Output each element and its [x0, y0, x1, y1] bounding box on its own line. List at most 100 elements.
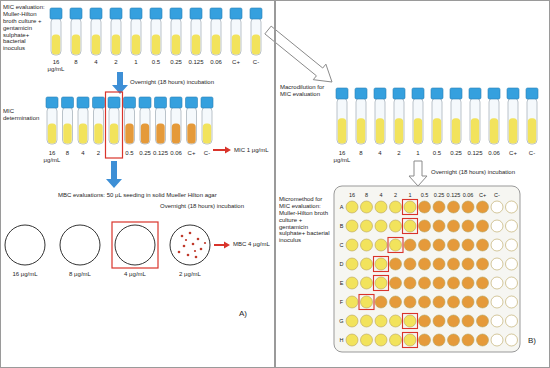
tube-liquid: [187, 124, 195, 144]
test-tube: [527, 98, 537, 144]
plate-well: [390, 315, 402, 327]
test-tube: [394, 98, 404, 144]
tube-liquid: [509, 118, 517, 143]
plate-well: [433, 201, 445, 213]
plate-wells: [346, 200, 518, 348]
test-tube: [94, 107, 104, 144]
test-tube: [171, 18, 181, 55]
plate-well: [506, 239, 518, 251]
tube-liquid: [192, 35, 200, 55]
plate-well: [390, 201, 402, 213]
step-note: Overnight (18 hours) incubation: [130, 79, 214, 86]
tube-cap: [526, 88, 538, 99]
unit-label: μg/mL: [334, 157, 351, 164]
plate-well: [506, 220, 518, 232]
tube-cap: [488, 88, 500, 99]
tube-liquid: [92, 35, 100, 55]
concentration-label: 4: [81, 150, 84, 157]
tube-liquid: [110, 124, 118, 144]
tube-cap: [139, 97, 151, 108]
concentration-label: C-: [529, 150, 535, 157]
plate-well: [491, 296, 503, 308]
plate-well: [361, 201, 373, 213]
plate-well: [375, 258, 387, 270]
plate-well: [462, 258, 474, 270]
plate-well: [419, 315, 431, 327]
tube-liquid: [203, 124, 211, 144]
test-tube: [91, 18, 101, 55]
tube-cap: [230, 8, 242, 19]
plate-well: [462, 201, 474, 213]
plate-well: [448, 220, 460, 232]
plate-well: [491, 201, 503, 213]
concentration-label: 8: [359, 150, 362, 157]
concentration-label: 2: [397, 150, 400, 157]
plate-well: [433, 239, 445, 251]
tube-liquid: [152, 35, 160, 55]
plate-well: [506, 296, 518, 308]
plate-well: [375, 277, 387, 289]
plate-well: [404, 239, 416, 251]
tube-cap: [412, 88, 424, 99]
tube-liquid: [338, 118, 346, 143]
tube-liquid: [72, 35, 80, 55]
tube-cap: [62, 97, 74, 108]
plate-well: [404, 296, 416, 308]
row-label: H: [340, 337, 344, 343]
column-header: 0.25: [434, 192, 445, 198]
plate-well: [433, 315, 445, 327]
tube-liquid: [357, 118, 365, 143]
plate-well: [477, 277, 489, 289]
test-tube: [47, 107, 57, 144]
petri-dish: [170, 225, 210, 265]
tube-cap: [108, 97, 120, 108]
plate-well: [346, 220, 358, 232]
concentration-label: 16: [339, 150, 346, 157]
plate-well: [346, 296, 358, 308]
concentration-label: C+: [509, 150, 517, 157]
concentration-label: 0.06: [170, 150, 182, 157]
test-tube: [231, 18, 241, 55]
test-tube: [211, 18, 221, 55]
plate-well: [462, 220, 474, 232]
tube-liquid: [156, 124, 164, 144]
tube-cap: [201, 97, 213, 108]
mic-well-highlight: [374, 257, 389, 272]
tube-liquid: [94, 124, 102, 144]
concentration-label: 4: [378, 150, 381, 157]
row-label: F: [340, 299, 343, 305]
tube-cap: [355, 88, 367, 99]
panel-frame: A): [0, 0, 275, 368]
tube-cap: [155, 97, 167, 108]
plate-well: [506, 315, 518, 327]
column-header: 0.125: [447, 192, 461, 198]
column-header: 0.06: [463, 192, 474, 198]
plate-well: [346, 315, 358, 327]
mic-well-highlight: [403, 200, 418, 215]
tube-liquid: [471, 118, 479, 143]
tube-cap: [210, 8, 222, 19]
plate-well: [506, 334, 518, 346]
plate-well: [404, 315, 416, 327]
tube-cap: [110, 8, 122, 19]
test-tube: [63, 107, 73, 144]
tube-cap: [170, 97, 182, 108]
test-tube: [140, 107, 150, 144]
test-tube: [71, 18, 81, 55]
test-tube: [156, 107, 166, 144]
plate-well: [506, 258, 518, 270]
plate-well: [361, 334, 373, 346]
concentration-label: 0.125: [153, 150, 168, 157]
concentration-label: 1: [416, 150, 419, 157]
concentration-label: 4 μg/mL: [124, 271, 146, 278]
tube-cap: [150, 8, 162, 19]
plate-well: [419, 296, 431, 308]
concentration-label: 0.125: [467, 150, 482, 157]
plate-well: [346, 201, 358, 213]
tubes-and-wells: [46, 8, 538, 144]
test-tube: [508, 98, 518, 144]
plate-well: [448, 258, 460, 270]
tube-liquid: [490, 118, 498, 143]
row-label: E: [340, 280, 344, 286]
plate-well: [448, 296, 460, 308]
